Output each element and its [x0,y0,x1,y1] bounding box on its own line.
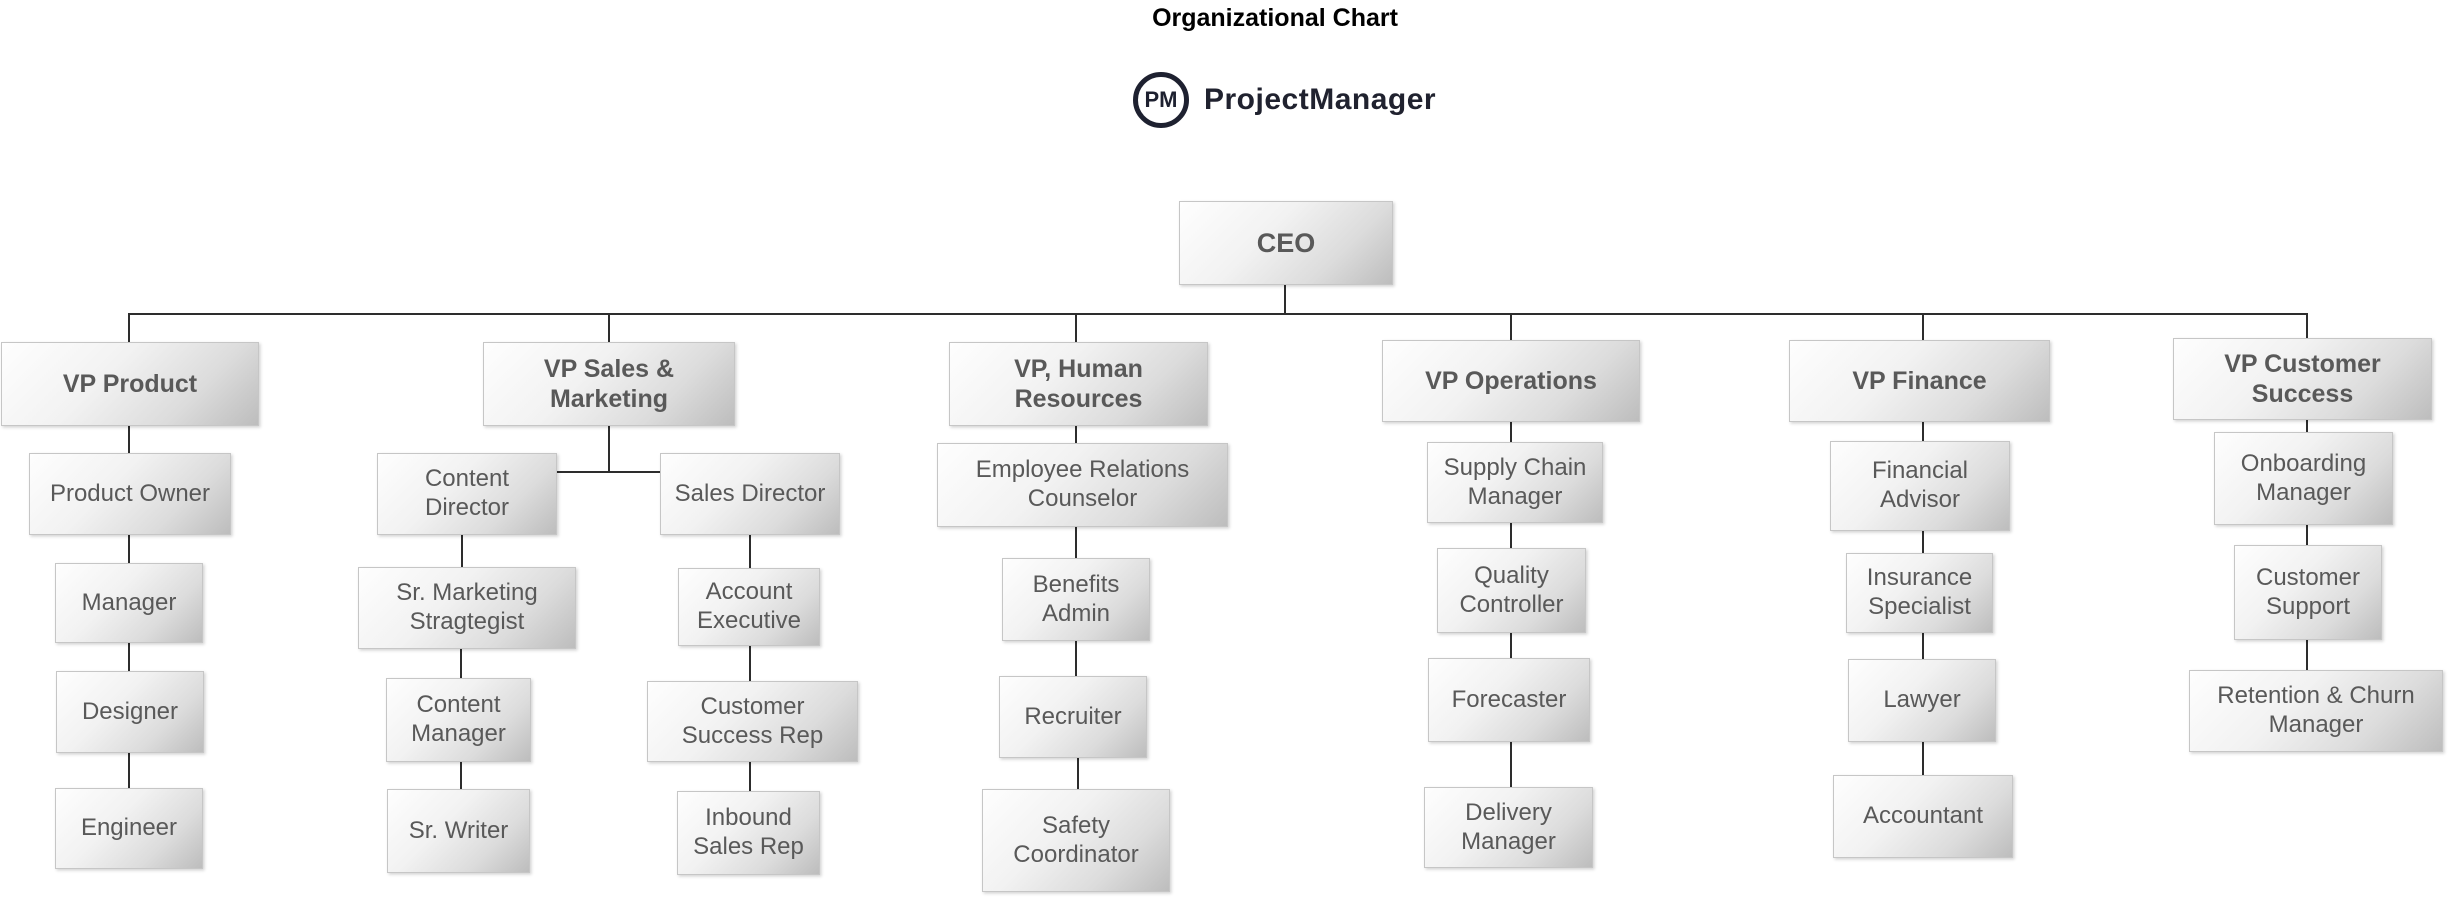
node-safety-coordinator: Safety Coordinator [982,789,1170,892]
connector [128,426,130,453]
node-employee-relations-counselor: Employee Relations Counselor [937,443,1228,527]
connector [1284,285,1286,313]
node-customer-support: Customer Support [2234,545,2382,640]
connector [1922,633,1924,659]
connector [460,649,462,678]
connector [460,762,462,789]
connector [749,762,751,791]
connector [749,535,751,568]
node-ceo: CEO [1179,201,1393,285]
node-vp-human-resources: VP, Human Resources [949,342,1208,426]
node-supply-chain-manager: Supply Chain Manager [1427,442,1603,523]
pm-logo-icon: PM [1133,72,1189,128]
connector [2306,525,2308,545]
node-sales-director: Sales Director [660,453,840,535]
brand-logo: PM ProjectManager [1133,71,1436,129]
connector [461,535,463,567]
node-financial-advisor: Financial Advisor [1830,441,2010,531]
connector [608,313,610,342]
connector [1922,742,1924,775]
connector [1075,527,1077,558]
connector [1510,633,1512,658]
node-manager: Manager [55,563,203,643]
connector [128,753,130,788]
node-vp-product: VP Product [1,342,259,426]
connector [128,643,130,671]
connector [1922,313,1924,340]
node-content-director: Content Director [377,453,557,535]
connector [557,471,660,473]
connector [1510,742,1512,787]
connector [608,426,610,472]
node-delivery-manager: Delivery Manager [1424,787,1593,868]
node-vp-operations: VP Operations [1382,340,1640,422]
connector [1922,531,1924,553]
brand-name: ProjectManager [1204,83,1437,116]
node-vp-sales-marketing: VP Sales & Marketing [483,342,735,426]
node-vp-customer-success: VP Customer Success [2173,338,2432,420]
connector [2306,420,2308,432]
node-sr-writer: Sr. Writer [387,789,530,873]
node-engineer: Engineer [55,788,203,869]
node-benefits-admin: Benefits Admin [1002,558,1150,641]
node-onboarding-manager: Onboarding Manager [2214,432,2393,525]
node-inbound-sales-rep: Inbound Sales Rep [677,791,820,875]
connector [1075,426,1077,443]
connector [2306,640,2308,670]
node-quality-controller: Quality Controller [1437,548,1586,633]
node-designer: Designer [56,671,204,753]
connector [129,313,2308,315]
connector [128,313,130,342]
node-lawyer: Lawyer [1848,659,1996,742]
connector [2306,313,2308,338]
connector [749,646,751,681]
connector [128,535,130,563]
pm-logo-text: PM [1144,87,1178,112]
node-insurance-specialist: Insurance Specialist [1846,553,1993,633]
node-account-executive: Account Executive [678,568,820,646]
node-content-manager: Content Manager [386,678,531,762]
node-customer-success-rep: Customer Success Rep [647,681,858,762]
connector [1075,641,1077,676]
node-recruiter: Recruiter [999,676,1147,758]
node-product-owner: Product Owner [29,453,231,535]
connector [1075,313,1077,342]
node-accountant: Accountant [1833,775,2013,858]
connector [1077,758,1079,789]
page-title: Organizational Chart [1152,4,1398,32]
connector [1510,523,1512,548]
connector [1510,422,1512,442]
node-sr-marketing-stragtegist: Sr. Marketing Stragtegist [358,567,576,649]
connector [1922,422,1924,441]
node-forecaster: Forecaster [1428,658,1590,742]
node-retention-churn-manager: Retention & Churn Manager [2189,670,2443,752]
node-vp-finance: VP Finance [1789,340,2050,422]
connector [1510,313,1512,340]
